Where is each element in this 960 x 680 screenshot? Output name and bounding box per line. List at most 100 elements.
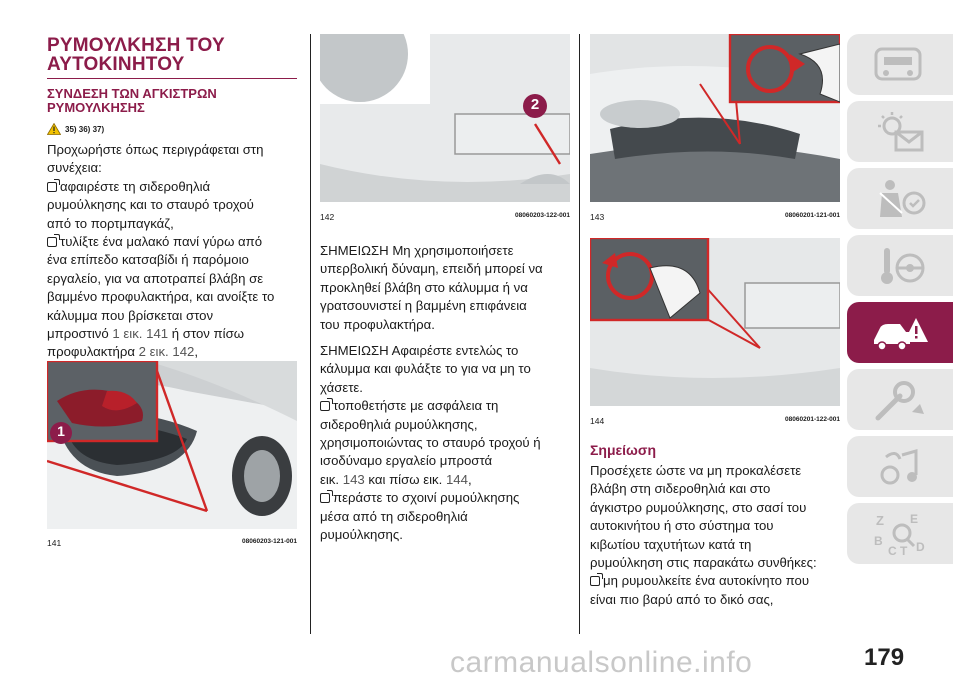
text-line: μπροστινό 1 εικ. 141 ή στον πίσω [47,325,302,343]
figure-142-rear-bumper: 2 [320,34,570,202]
text-line: ΣΗΜΕΙΩΣΗ Μη χρησιμοποιήσετε [320,243,514,258]
figure-reference: 144 [445,471,468,487]
text-line: ένα επίπεδο κατσαβίδι ή παρόμοιο [47,252,249,268]
text-line: αφαιρέστε τη σιδεροθηλιά [60,178,211,194]
text-line: κάλυμμα που βρίσκεται στον [47,307,214,323]
warning-references: 35) 36) 37) [47,123,302,135]
section-title-line-1: ΡΥΜΟΥΛΚΗΣΗ ΤΟΥ [47,35,225,56]
tab-safety[interactable] [847,168,953,229]
text-line: ρυμούλκησης. [320,527,403,543]
text-line: προφυλακτήρα 2 εικ. 142, [47,343,302,361]
figure-number: 141 [47,538,62,548]
tab-dashboard[interactable] [847,34,953,95]
subsection-title-line-1: ΣΥΝΔΕΣΗ ΤΩΝ ΑΓΚΙΣΤΡΩΝ [47,86,217,101]
text-line: χρησιμοποιώντας το σταυρό τροχού ή [320,435,541,451]
text-line: γρατσουνιστεί η βαμμένη επιφάνεια [320,298,527,314]
checkbox-bullet-icon [590,573,603,587]
text-line: σιδεροθηλιά ρυμούλκησης, [320,416,478,432]
text-line: είναι πιο βαρύ από το δικό σας, [590,591,774,607]
text-line: κάλυμμα και φυλάξτε το για να μη το [320,361,531,377]
text-line: ισοδύναμο εργαλείο μπροστά [320,453,493,469]
text-line: περάστε το σχοινί ρυμούλκησης [333,490,520,506]
middle-body-text: ΣΗΜΕΙΩΣΗ Μη χρησιμοποιήσετε υπερβολική δ… [320,242,575,545]
text-span: μπροστινό [47,326,113,342]
maintenance-wrench-icon [875,380,924,420]
text-line: βαμμένο προφυλακτήρα, και ανοίξτε το [47,289,275,305]
figure-reference: 1 εικ. 141 [112,326,169,342]
text-line: βλάβη στη σιδεροθηλιά και στο [590,481,771,497]
tab-starting-driving[interactable] [847,235,953,296]
text-line: Προχωρήστε όπως περιγράφεται στη [47,142,264,157]
text-line: τυλίξτε ένα μαλακό πανί γύρω από [60,234,263,250]
page-number: 179 [864,644,905,671]
text-span: εικ. [320,471,343,487]
bullet-line: αφαιρέστε τη σιδεροθηλιά [47,178,302,196]
bullet-line: τοποθετήστε με ασφάλεια τη [320,397,575,415]
bullet-line: τυλίξτε ένα μαλακό πανί γύρω από [47,233,302,251]
tab-maintenance[interactable] [847,369,953,430]
key-steering-icon [881,247,925,284]
text-span: , [194,344,199,360]
figure-reference: 143 [342,471,365,487]
section-title: ΡΥΜΟΥΛΚΗΣΗ ΤΟΥ ΑΥΤΟΚΙΝΗΤΟΥ [47,36,302,74]
section-title-line-2: ΑΥΤΟΚΙΝΗΤΟΥ [47,54,185,75]
subsection-title: ΣΥΝΔΕΣΗ ΤΩΝ ΑΓΚΙΣΤΡΩΝ ΡΥΜΟΥΛΚΗΣΗΣ [47,87,302,115]
figure-code: 08060203-122-001 [515,212,570,219]
callout-2: 2 [530,96,540,113]
text-line: ρυμούλκησης και το σταυρό τροχού [47,197,254,213]
left-body-text: Προχωρήστε όπως περιγράφεται στη συνέχει… [47,141,302,362]
text-span: , [467,471,472,487]
car-dashboard-icon [874,47,922,80]
figure-143-caption: 143 08060201-121-001 [590,212,840,222]
text-line: του προφυλακτήρα. [320,316,435,332]
figure-number: 143 [590,212,605,222]
svg-text:C: C [888,544,897,558]
svg-text:D: D [916,540,925,554]
front-bumper-illustration [47,361,297,529]
svg-text:T: T [900,544,908,558]
figure-143-front-hook [590,34,840,202]
text-span: και πίσω εικ. [364,471,446,487]
checkbox-bullet-icon [47,178,60,192]
figure-144-rear-hook [590,238,840,406]
tab-multimedia[interactable] [847,436,953,497]
column-divider [310,34,311,634]
text-span: ή στον πίσω [168,326,245,342]
tab-emergency[interactable] [847,302,953,363]
warning-refs-text: 35) 36) 37) [65,124,105,134]
text-line: ρυμούλκηση στις παρακάτω συνθήκες: [590,555,817,571]
text-line: αυτοκινήτου ή στο σύστημα του [590,518,774,534]
svg-text:E: E [910,512,918,526]
figure-number: 142 [320,212,335,222]
tab-warning-lights[interactable] [847,101,953,162]
note-title: Σημείωση [590,442,657,458]
text-span: προφυλακτήρα [47,344,139,360]
rear-hook-illustration [590,238,840,406]
text-line: υπερβολική δύναμη, επειδή μπορεί να [320,261,543,277]
text-line: μέσα από τη σιδεροθηλιά [320,508,468,524]
text-line: μη ρυμουλκείτε ένα αυτοκίνητο που [603,573,810,589]
checkbox-bullet-icon [47,234,60,248]
bullet-line: περάστε το σχοινί ρυμούλκησης [320,489,575,507]
subsection-title-line-2: ΡΥΜΟΥΛΚΗΣΗΣ [47,100,145,115]
multimedia-music-icon [880,448,918,484]
figure-code: 08060201-121-001 [785,212,840,219]
text-line: από το πορτμπαγκάζ, [47,215,174,231]
warning-triangle-icon [47,123,61,135]
figure-141-caption: 141 08060203-121-001 [47,538,297,548]
text-line: κιβωτίου ταχυτήτων κατά τη [590,536,752,552]
checkbox-bullet-icon [320,398,333,412]
rear-bumper-illustration [320,34,570,202]
figure-code: 08060203-121-001 [242,538,297,545]
figure-number: 144 [590,416,605,426]
figure-144-caption: 144 08060201-122-001 [590,416,840,426]
text-line: ΣΗΜΕΙΩΣΗ Αφαιρέστε εντελώς το [320,343,519,359]
left-column: ΡΥΜΟΥΛΚΗΣΗ ΤΟΥ ΑΥΤΟΚΙΝΗΤΟΥ ΣΥΝΔΕΣΗ ΤΩΝ Α… [47,0,302,362]
text-line: εικ. 143 και πίσω εικ. 144, [320,471,575,489]
figure-reference: 2 εικ. 142 [138,344,195,360]
text-line: προκληθεί βλάβη στο κάλυμμα ή να [320,279,528,295]
note-body: Προσέχετε ώστε να μη προκαλέσετε βλάβη σ… [590,462,845,609]
text-line: εργαλείο, για να αποτραπεί βλάβη σε [47,270,264,286]
text-line: άγκιστρο ρυμούλκησης, στο σασί του [590,499,807,515]
